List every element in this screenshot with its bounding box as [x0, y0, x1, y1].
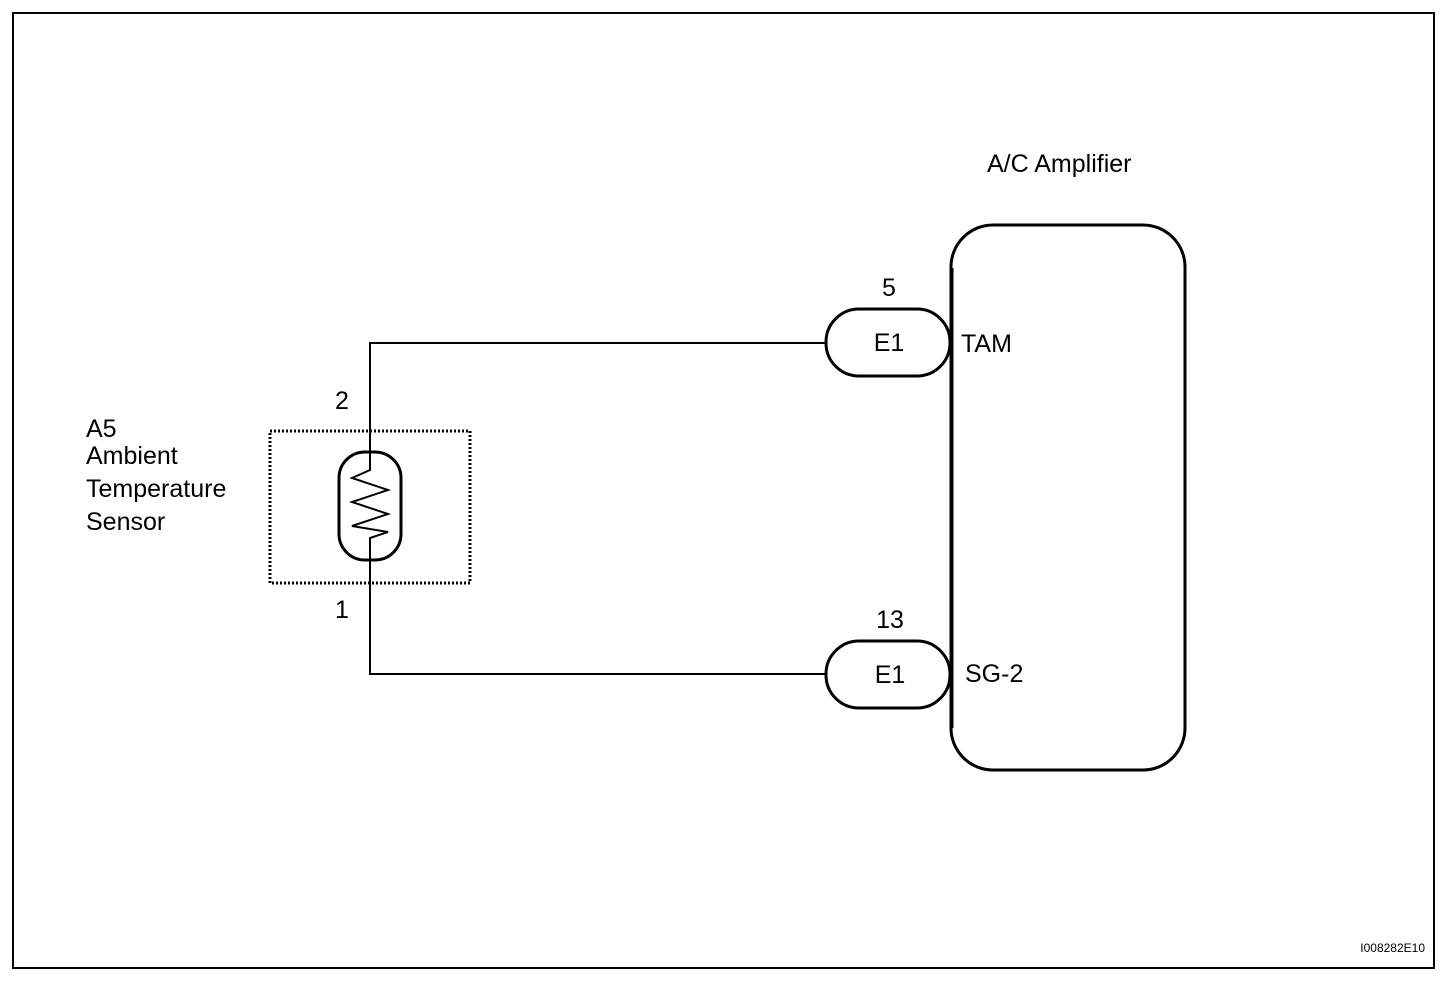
wire-tam	[369, 342, 828, 456]
sensor-name-line2: Temperature	[86, 475, 226, 503]
connector-bottom-pin: 13	[876, 606, 904, 634]
connector-top-pin: 5	[882, 274, 896, 302]
figure-frame	[12, 12, 1435, 969]
amplifier-title: A/C Amplifier	[987, 150, 1131, 178]
sensor-name-line1: Ambient	[86, 442, 178, 470]
sensor-code: A5	[86, 415, 117, 443]
connector-bottom-label: E1	[875, 661, 906, 689]
terminal-sg2: SG-2	[965, 660, 1023, 688]
wire-sg2	[369, 558, 828, 675]
figure-code: I008282E10	[1360, 941, 1425, 955]
connector-top-label: E1	[874, 329, 905, 357]
sensor-name-line3: Sensor	[86, 508, 165, 536]
amplifier-body	[949, 223, 1187, 772]
sensor-pin-bottom: 1	[335, 596, 349, 624]
thermistor-resistor-icon	[348, 456, 392, 558]
sensor-pin-top: 2	[335, 387, 349, 415]
connector-e1-bottom	[824, 639, 952, 710]
terminal-tam: TAM	[961, 330, 1012, 358]
connector-e1-top	[824, 307, 952, 378]
